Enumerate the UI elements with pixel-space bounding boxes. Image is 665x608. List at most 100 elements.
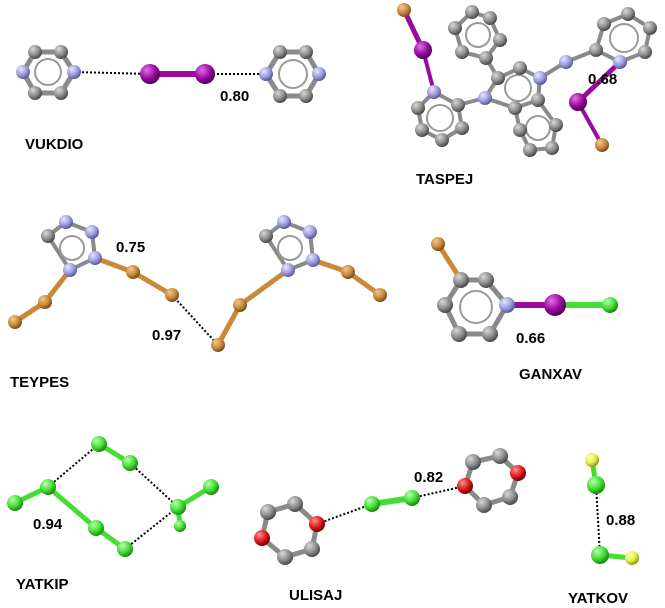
carbon-atom — [273, 45, 287, 59]
contact — [171, 294, 219, 346]
iodine-atom — [195, 64, 215, 84]
oxygen-atom — [510, 465, 526, 481]
aromatic-ring — [34, 58, 62, 86]
oxygen-atom — [457, 478, 473, 494]
nitrogen-atom — [88, 251, 102, 265]
carbon-atom — [299, 89, 313, 103]
chlorine-atom — [587, 476, 605, 494]
atoms — [16, 45, 326, 103]
chlorine-atom — [91, 436, 107, 452]
nitrogen-atom — [259, 67, 273, 81]
carbon-atom — [523, 143, 537, 157]
carbon-atom — [638, 45, 652, 59]
nitrogen-atom — [67, 65, 81, 79]
carbon-atom — [465, 5, 479, 19]
bromine-atom — [38, 295, 52, 309]
carbon-atom — [621, 7, 635, 21]
bromine-atom — [211, 338, 225, 352]
structure-ulisaj: 0.82 ULISAJ — [254, 448, 526, 604]
contacts — [73, 71, 266, 75]
distance-label: 0.97 — [152, 327, 181, 344]
carbon-atom — [437, 297, 453, 313]
iodine-atom — [569, 93, 587, 111]
nitrogen-atom — [303, 225, 317, 239]
structure-taspej: 0.68 TASPEJ — [397, 3, 657, 188]
contacts — [47, 443, 179, 550]
bonds — [12, 220, 383, 348]
carbon-atom — [478, 272, 494, 288]
structure-code: TEYPES — [10, 374, 69, 391]
distance-label: 0.75 — [116, 239, 145, 256]
bromine-atom — [397, 3, 411, 17]
structure-vukdio: 0.80 VUKDIO — [16, 45, 326, 153]
carbon-atom — [476, 497, 492, 513]
iodine-atom — [414, 41, 432, 59]
atoms — [431, 237, 618, 342]
nitrogen-atom — [312, 67, 326, 81]
nitrogen-atom — [85, 225, 99, 239]
distance-label: 0.66 — [516, 330, 545, 347]
structure-teypes: 0.75 0.97 TEYPES — [8, 215, 387, 391]
aromatic-ring — [504, 74, 532, 102]
chlorine-atom — [122, 455, 138, 471]
chlorine-atom — [602, 297, 618, 313]
nitrogen-atom — [559, 55, 573, 69]
nitrogen-atom — [277, 215, 291, 229]
contacts — [316, 485, 466, 525]
carbon-atom — [493, 33, 507, 47]
aromatic-ring — [426, 104, 454, 132]
carbon-atom — [299, 45, 313, 59]
carbon-atom — [287, 496, 303, 512]
nitrogen-atom — [613, 55, 627, 69]
carbon-atom — [508, 101, 522, 115]
structure-code: YATKIP — [16, 576, 69, 593]
nitrogen-atom — [499, 297, 515, 313]
carbon-atom — [411, 101, 425, 115]
carbon-atom — [304, 541, 320, 557]
iodine-atom — [544, 294, 566, 316]
chlorine-atom — [170, 499, 186, 515]
chlorine-atom — [203, 479, 219, 495]
aromatic-ring — [465, 22, 491, 48]
distance-label: 0.68 — [588, 71, 617, 88]
aromatic-ring — [459, 290, 493, 324]
chlorine-atom — [88, 520, 104, 536]
contact — [595, 484, 601, 556]
carbon-atom — [451, 326, 467, 342]
carbon-atom — [643, 21, 657, 35]
carbon-atom — [513, 123, 527, 137]
bromine-atom — [8, 315, 22, 329]
bromine-atom — [595, 138, 609, 152]
chlorine-atom — [7, 495, 23, 511]
atoms — [585, 453, 639, 565]
atoms — [7, 436, 219, 557]
carbon-atom — [597, 17, 611, 31]
bromine-atom — [373, 288, 387, 302]
structure-code: GANXAV — [519, 366, 582, 383]
chlorine-atom — [40, 479, 56, 495]
carbon-atom — [549, 118, 563, 132]
aromatic-ring — [609, 23, 639, 53]
carbon-atom — [448, 21, 462, 35]
bromine-atom — [431, 237, 445, 251]
chlorine-atom — [591, 546, 609, 564]
bonds — [435, 241, 613, 337]
chlorine-atom — [404, 490, 420, 506]
bonds — [12, 441, 214, 552]
carbon-atom — [451, 98, 465, 112]
nitrogen-atom — [281, 263, 295, 277]
carbon-atom — [589, 43, 603, 57]
carbon-atom — [492, 448, 508, 464]
carbon-atom — [259, 229, 273, 243]
structure-yatkov: 0.88 YATKOV — [568, 453, 639, 607]
oxygen-atom — [254, 530, 270, 546]
carbon-atom — [260, 504, 276, 520]
nitrogen-atom — [59, 215, 73, 229]
structure-code: ULISAJ — [289, 587, 342, 604]
iodine-atom — [140, 64, 160, 84]
carbon-atom — [28, 86, 42, 100]
carbon-atom — [455, 45, 469, 59]
carbon-atom — [453, 272, 469, 288]
nitrogen-atom — [306, 253, 320, 267]
